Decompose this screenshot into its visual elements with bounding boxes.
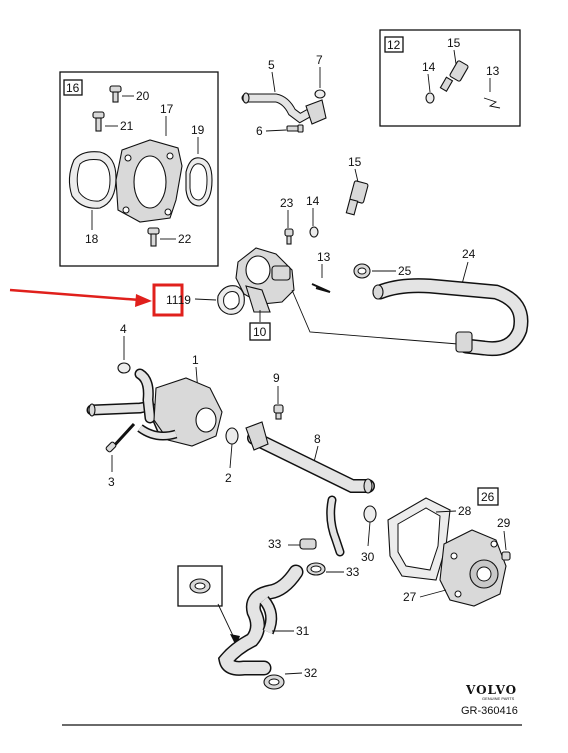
bolt-23-icon <box>284 228 294 245</box>
label-21: 21 <box>120 119 134 133</box>
pipe-assembly-1-icon <box>86 368 223 447</box>
callout-box-16 <box>59 71 219 267</box>
diagram-reference: GR-360416 <box>461 705 518 717</box>
clamp-detail-icon <box>189 578 211 594</box>
gasket-19-icon <box>185 157 213 207</box>
label-4: 4 <box>120 322 127 336</box>
label-3: 3 <box>108 475 115 489</box>
label-27: 27 <box>403 590 417 604</box>
box-26-tag <box>477 487 499 506</box>
highlight-box <box>152 283 184 317</box>
temperature-sensor-15-icon <box>345 180 369 216</box>
o-ring-box-icon <box>425 92 435 104</box>
box-12-number: 12 <box>387 38 401 52</box>
label-28: 28 <box>458 504 472 518</box>
clip-box-icon <box>483 97 501 109</box>
label-30: 30 <box>361 550 375 564</box>
label-19: 19 <box>191 123 205 137</box>
label-24: 24 <box>462 247 476 261</box>
label-18: 18 <box>85 232 99 246</box>
bolt-20-icon <box>109 85 122 103</box>
o-ring-7-icon <box>314 89 326 99</box>
label-20: 20 <box>136 89 150 103</box>
coolant-hose-24-icon <box>372 278 529 357</box>
bolt-9-icon <box>273 404 284 420</box>
label-33-left: 33 <box>268 537 282 551</box>
gasket-19-ring-icon <box>217 285 245 315</box>
label-33-right: 33 <box>346 565 360 579</box>
bolt-3-icon <box>105 422 136 453</box>
label-15: 15 <box>348 155 362 169</box>
box-16-number: 16 <box>66 81 80 95</box>
box-16-tag <box>63 79 83 96</box>
label-9: 9 <box>273 371 280 385</box>
label-14: 14 <box>306 194 320 208</box>
clamp-detail-box <box>177 565 223 607</box>
box-label-14: 14 <box>422 60 436 74</box>
brand-subtitle: GENUINE PARTS <box>482 696 515 701</box>
gasket-18-icon <box>68 151 117 209</box>
label-10: 10 <box>253 325 267 339</box>
clip-13-icon <box>311 283 331 293</box>
label-6: 6 <box>256 124 263 138</box>
label-2: 2 <box>225 471 232 485</box>
gasket-28-icon <box>387 497 451 581</box>
brand-logo: VOLVO <box>465 683 517 697</box>
label-23: 23 <box>280 196 294 210</box>
label-22: 22 <box>178 232 192 246</box>
bolt-21-icon <box>92 111 105 132</box>
label-1: 1 <box>192 353 199 367</box>
label-13: 13 <box>317 250 331 264</box>
clamp-33-upper-icon <box>299 538 317 550</box>
label-17: 17 <box>160 102 174 116</box>
hose-clamp-25-icon <box>353 263 371 279</box>
bolt-22-icon <box>147 227 160 247</box>
highlight-arrow-icon <box>9 288 152 307</box>
label-31: 31 <box>296 624 310 638</box>
temperature-sensor-box-icon <box>439 60 469 92</box>
o-ring-30-icon <box>363 505 377 523</box>
label-32: 32 <box>304 666 318 680</box>
label-25: 25 <box>398 264 412 278</box>
thermostat-housing-10-icon <box>235 247 295 313</box>
callout-box-12 <box>379 29 521 127</box>
water-pump-27-icon <box>439 529 507 607</box>
label-7: 7 <box>316 53 323 67</box>
box-label-15: 15 <box>447 36 461 50</box>
flange-17-icon <box>115 139 183 223</box>
pipe-5-icon <box>241 92 327 125</box>
label-8: 8 <box>314 432 321 446</box>
label-5: 5 <box>268 58 275 72</box>
box-12-tag <box>384 36 404 53</box>
coolant-pipe-8-icon <box>245 421 375 557</box>
o-ring-2-icon <box>225 427 239 445</box>
box-label-13: 13 <box>486 64 500 78</box>
coolant-hose-31-icon <box>217 564 304 676</box>
clamp-32-icon <box>263 674 285 690</box>
box-26-number: 26 <box>481 490 495 504</box>
clamp-33-lower-icon <box>306 562 326 576</box>
bolt-6-icon <box>286 124 304 133</box>
o-ring-4-icon <box>117 362 131 374</box>
bolt-29-icon <box>501 551 511 561</box>
label-29: 29 <box>497 516 511 530</box>
label-11-19: 1119 <box>166 293 191 307</box>
o-ring-14-icon <box>309 226 319 238</box>
box-10-tag <box>249 322 271 341</box>
